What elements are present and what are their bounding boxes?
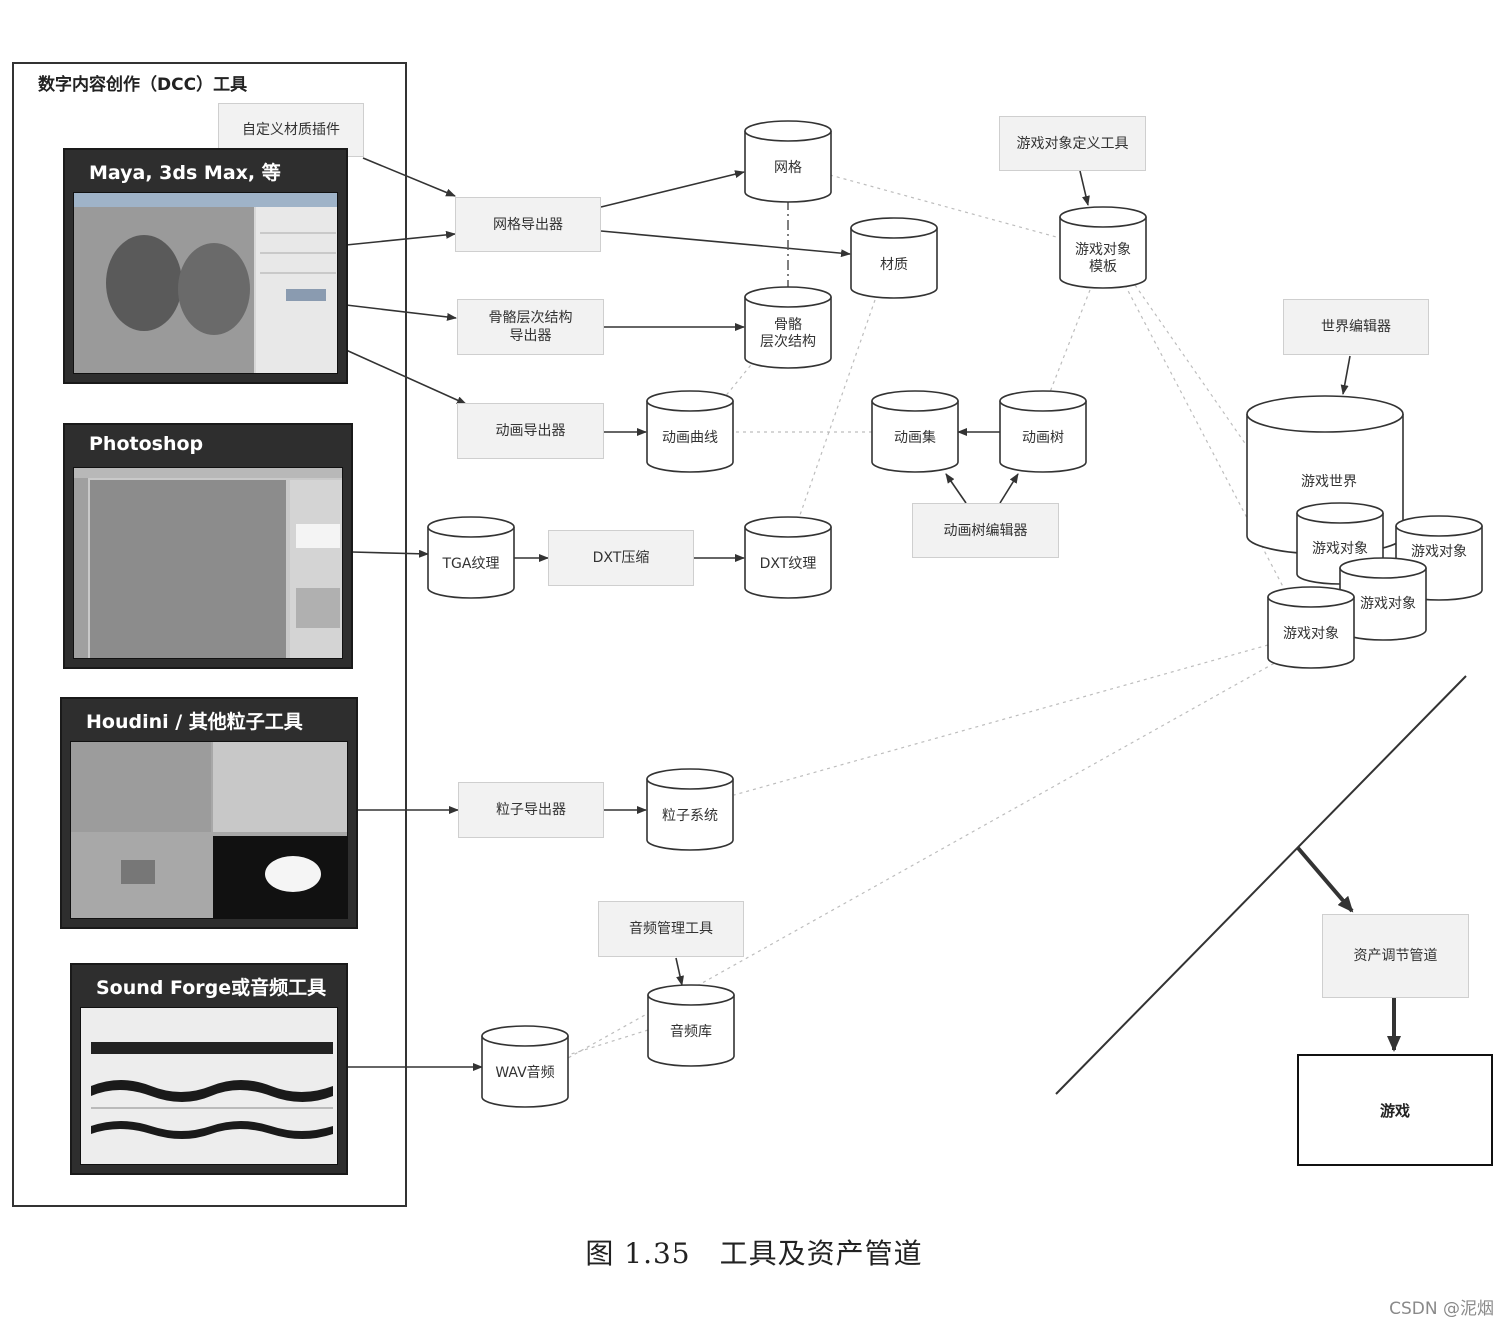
- houdini-panel: Houdini / 其他粒子工具: [60, 697, 358, 929]
- cylinder-material[interactable]: [850, 217, 938, 299]
- houdini-screenshot: [70, 741, 348, 919]
- soundforge-panel: Sound Forge或音频工具: [70, 963, 348, 1175]
- dcc-tools-title: 数字内容创作（DCC）工具: [38, 75, 248, 95]
- csdn-watermark: CSDN @泥烟: [1389, 1299, 1494, 1319]
- edge-maya-mesh-exporter: [345, 230, 456, 246]
- asset-pipeline-box[interactable]: 资产调节管道: [1322, 914, 1469, 998]
- pipeline-divider-line: [1055, 675, 1467, 1095]
- particle-exporter-box[interactable]: 粒子导出器: [458, 782, 604, 838]
- maya-panel-title: Maya, 3ds Max, 等: [89, 162, 281, 184]
- maya-panel: Maya, 3ds Max, 等: [63, 148, 348, 384]
- maya-viewport-image: [74, 193, 337, 373]
- photoshop-canvas-image: [74, 468, 342, 658]
- ref-template-tree: [1049, 289, 1091, 393]
- audio-manager-box[interactable]: 音频管理工具: [598, 901, 744, 957]
- skeleton-exporter-box[interactable]: 骨骼层次结构 导出器: [457, 299, 604, 355]
- photoshop-panel-title: Photoshop: [89, 433, 204, 455]
- photoshop-screenshot: [73, 467, 343, 659]
- game-object-def-tool-box[interactable]: 游戏对象定义工具: [999, 116, 1146, 171]
- houdini-panel-title: Houdini / 其他粒子工具: [86, 711, 303, 733]
- soundforge-panel-title: Sound Forge或音频工具: [96, 977, 327, 999]
- game-box[interactable]: 游戏: [1297, 1054, 1493, 1166]
- cylinder-game-object-4[interactable]: [1267, 586, 1355, 669]
- cylinder-dxt[interactable]: [744, 516, 832, 599]
- soundforge-screenshot: [80, 1007, 338, 1165]
- cylinder-particle[interactable]: [646, 768, 734, 851]
- edge-audio-manager-lib: [675, 957, 684, 986]
- dxt-compress-box[interactable]: DXT压缩: [548, 530, 694, 586]
- ref-object-particle: [733, 644, 1269, 796]
- soundforge-waveform-image: [91, 1042, 333, 1139]
- cylinder-anim-set[interactable]: [871, 390, 959, 473]
- edge-plugin-mesh-exporter: [362, 157, 456, 197]
- anim-tree-editor-box[interactable]: 动画树编辑器: [912, 503, 1059, 558]
- maya-screenshot: [73, 192, 338, 374]
- cylinder-anim-curve[interactable]: [646, 390, 734, 473]
- cylinder-game-object-3[interactable]: [1339, 557, 1427, 641]
- cylinder-mesh[interactable]: [744, 120, 832, 203]
- edge-world-editor-world: [1340, 355, 1351, 395]
- cylinder-go-template[interactable]: [1059, 206, 1147, 289]
- animation-exporter-box[interactable]: 动画导出器: [457, 403, 604, 459]
- cylinder-skeleton[interactable]: [744, 286, 832, 369]
- cylinder-tga[interactable]: [427, 516, 515, 599]
- edge-photoshop-tga: [351, 549, 429, 558]
- cylinder-audio-lib[interactable]: [647, 984, 735, 1067]
- edge-divider-asset-pipeline: [1296, 846, 1354, 913]
- mesh-exporter-box[interactable]: 网格导出器: [455, 197, 601, 252]
- photoshop-panel: Photoshop: [63, 423, 353, 669]
- cylinder-anim-tree[interactable]: [999, 390, 1087, 473]
- edge-maya-skeleton-exporter: [345, 304, 457, 321]
- houdini-viewport-image: [71, 742, 347, 918]
- edge-editor-set: [945, 473, 967, 504]
- edge-mesh-exporter-mesh: [600, 170, 745, 208]
- world-editor-box[interactable]: 世界编辑器: [1283, 299, 1429, 355]
- figure-caption: 图 1.35 工具及资产管道: [585, 1237, 923, 1270]
- dcc-tools-frame: [12, 62, 407, 1207]
- edge-go-def-template: [1079, 170, 1090, 206]
- ref-skeleton-curve: [723, 359, 756, 399]
- ref-mesh-template: [829, 174, 1061, 239]
- ref-material-dxt: [799, 299, 876, 516]
- edge-editor-tree: [999, 473, 1019, 504]
- edge-mesh-exporter-material: [600, 230, 851, 258]
- cylinder-wav[interactable]: [481, 1025, 569, 1108]
